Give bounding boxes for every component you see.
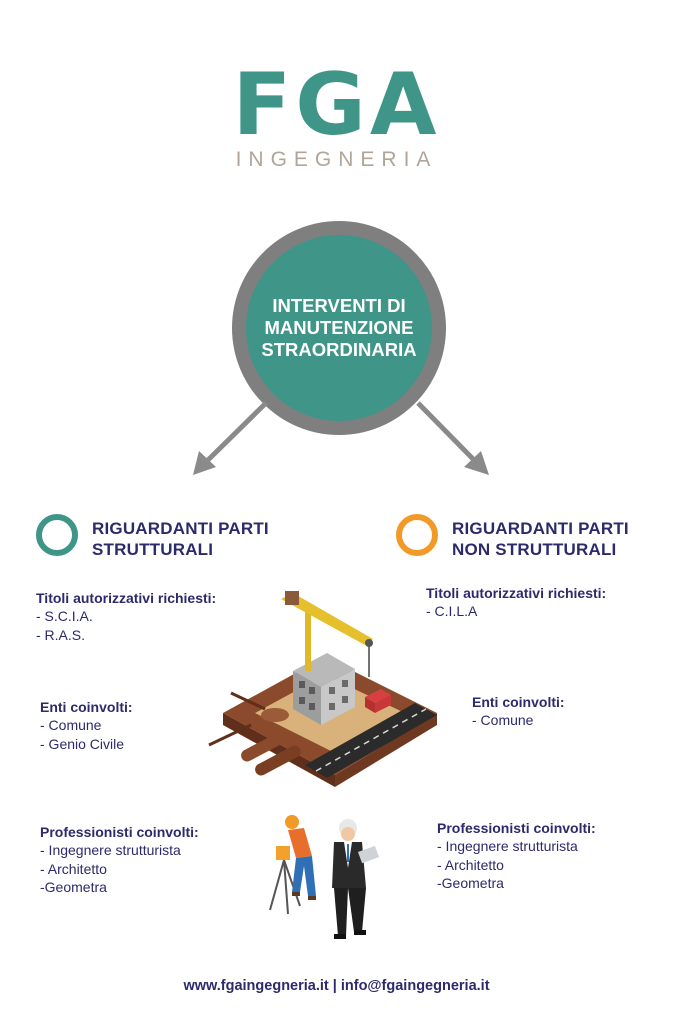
left-pros-section: Professionisti coinvolti: - Ingegnere st… [40, 823, 199, 897]
left-title-item: - R.A.S. [36, 626, 86, 643]
arrow-left-icon [193, 451, 216, 475]
right-entities-label: Enti coinvolti: [472, 694, 565, 710]
left-title-item: - S.C.I.A. [36, 608, 93, 624]
center-circle: INTERVENTI DI MANUTENZIONE STRAORDINARIA [246, 235, 432, 421]
left-titles-section: Titoli autorizzativi richiesti: - S.C.I.… [36, 589, 216, 644]
left-titles-label: Titoli autorizzativi richiesti: [36, 590, 217, 606]
right-entity-item: - Comune [472, 712, 534, 728]
right-pro-item: - Ingegnere strutturista [437, 838, 578, 854]
logo-subtitle: INGEGNERIA [235, 148, 438, 171]
left-entity-item: - Comune [40, 717, 102, 733]
left-heading: RIGUARDANTI PARTI STRUTTURALI [92, 519, 269, 559]
right-title-item: - C.I.L.A [426, 603, 478, 619]
left-pro-item: - Architetto [40, 860, 107, 877]
branch-arrows [193, 401, 489, 475]
construction-site-illustration [208, 591, 437, 787]
right-pros-label: Professionisti coinvolti: [437, 820, 596, 836]
left-pros-label: Professionisti coinvolti: [40, 824, 199, 840]
left-pro-item: -Geometra [40, 879, 107, 895]
right-titles-section: Titoli autorizzativi richiesti: - C.I.L.… [426, 584, 606, 621]
left-entities-section: Enti coinvolti: - Comune - Genio Civile [40, 698, 133, 753]
right-titles-label: Titoli autorizzativi richiesti: [426, 585, 607, 601]
right-pro-item: - Architetto [437, 856, 504, 873]
logo-letters: FGA [232, 55, 441, 155]
orange-ring-icon [396, 514, 438, 556]
right-entities-section: Enti coinvolti: - Comune [472, 693, 565, 730]
center-circle-title: INTERVENTI DI MANUTENZIONE STRAORDINARIA [261, 295, 417, 360]
teal-ring-icon [36, 514, 78, 556]
arrow-right-icon [464, 451, 489, 475]
left-entities-label: Enti coinvolti: [40, 699, 133, 715]
left-entity-item: - Genio Civile [40, 735, 125, 752]
workers-illustration [269, 815, 380, 939]
left-pro-item: - Ingegnere strutturista [40, 842, 181, 858]
right-pros-section: Professionisti coinvolti: - Ingegnere st… [437, 819, 596, 893]
right-pro-item: -Geometra [437, 875, 504, 891]
footer-contacts[interactable]: www.fgaingegneria.it | info@fgaingegneri… [183, 978, 490, 994]
right-heading: RIGUARDANTI PARTI NON STRUTTURALI [452, 519, 629, 559]
